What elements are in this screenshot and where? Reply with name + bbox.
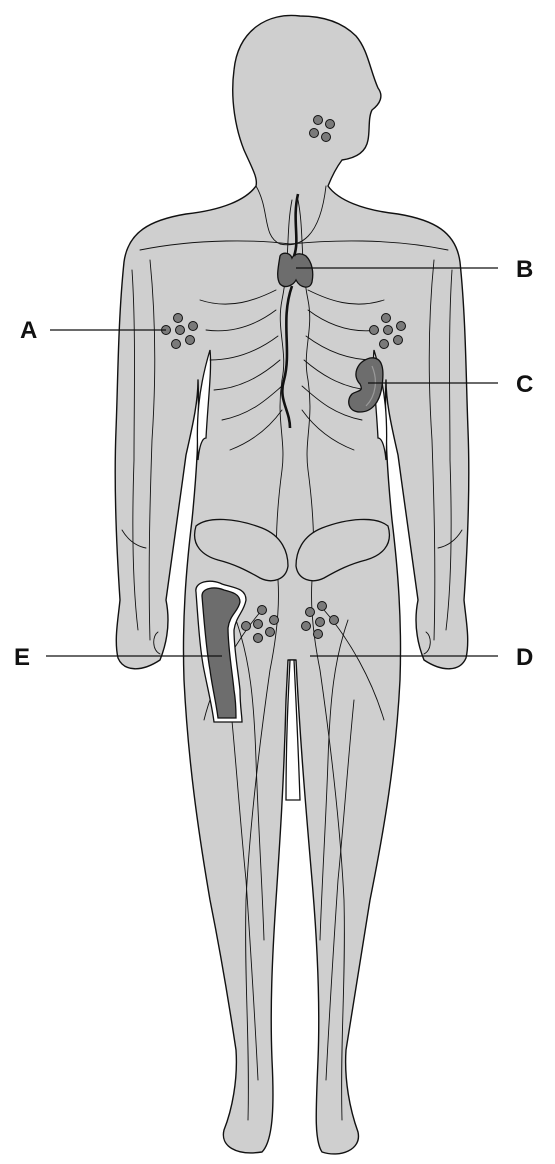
label-a: A [20, 317, 37, 344]
label-c: C [516, 371, 533, 398]
label-d: D [516, 644, 533, 671]
label-b: B [516, 256, 533, 283]
body-silhouette [115, 15, 469, 1154]
thymus-gland [278, 253, 313, 287]
label-e: E [14, 644, 30, 671]
